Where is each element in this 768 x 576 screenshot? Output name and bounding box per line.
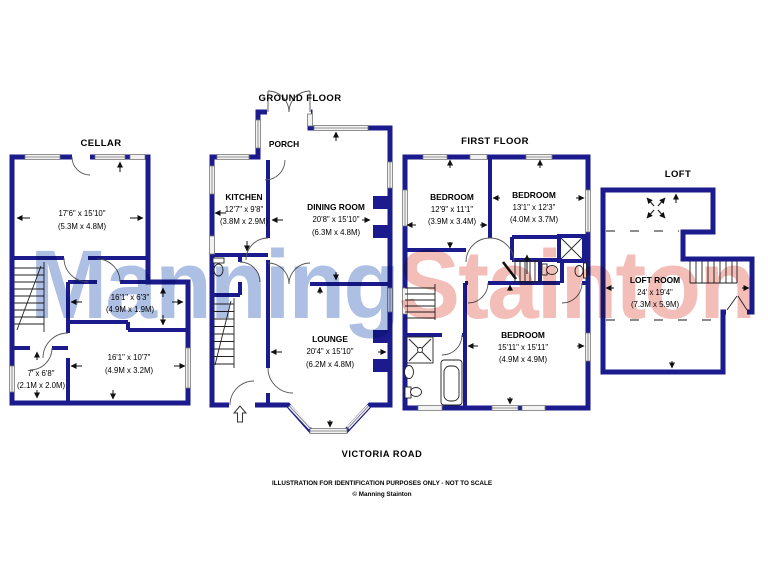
bedroom1-metric: (3.9M x 3.4M) bbox=[428, 217, 476, 226]
lounge-metric: (6.2M x 4.8M) bbox=[306, 360, 354, 369]
dining-room-dims: 20'8" x 15'10" bbox=[312, 215, 359, 224]
cellar-room4-dims: 7' x 6'8" bbox=[28, 369, 55, 378]
first-floor-dimension-arrows bbox=[406, 159, 585, 405]
lounge-label: LOUNGE bbox=[312, 334, 348, 344]
cellar-interior-walls bbox=[12, 256, 188, 403]
bedroom1-label: BEDROOM bbox=[430, 192, 474, 202]
ground-interior-walls bbox=[212, 160, 390, 405]
cellar-room3-dims: 16'1" x 10'7" bbox=[108, 353, 151, 362]
cellar-stairs bbox=[14, 262, 45, 332]
kitchen-label: KITCHEN bbox=[225, 192, 262, 202]
ground-wc-toilet-icon bbox=[212, 257, 225, 277]
first-floor-door-arcs bbox=[441, 237, 583, 356]
bedroom1-dims: 12'9" x 11'1" bbox=[431, 205, 473, 214]
street-name: VICTORIA ROAD bbox=[342, 449, 423, 459]
bedroom2-label: BEDROOM bbox=[512, 190, 556, 200]
first-floor-stairs bbox=[405, 254, 541, 320]
cellar-room2-dims: 16'1" x 6'3" bbox=[111, 293, 150, 302]
dining-room-label: DINING ROOM bbox=[307, 202, 365, 212]
bedroom3-metric: (4.9M x 4.9M) bbox=[499, 355, 547, 364]
loft-room-dims: 24' x 19'4" bbox=[637, 288, 673, 297]
dining-room-metric: (6.3M x 4.8M) bbox=[312, 228, 360, 237]
bedroom3-label: BEDROOM bbox=[501, 330, 545, 340]
loft-dimension-arrows bbox=[605, 193, 750, 369]
loft-room-metric: (7.3M x 5.9M) bbox=[631, 300, 679, 309]
porch-label: PORCH bbox=[269, 139, 299, 149]
cellar-windows bbox=[9, 154, 191, 393]
ground-door-arcs bbox=[229, 90, 311, 406]
watermark: ManningStainton bbox=[30, 230, 754, 339]
bedroom2-dims: 13'1" x 12'3" bbox=[513, 203, 556, 212]
shower-cubicle bbox=[557, 234, 586, 263]
landing-wc-fixtures bbox=[541, 262, 587, 279]
first-floor-title: FIRST FLOOR bbox=[461, 136, 529, 147]
loft-door-leaves bbox=[726, 295, 748, 311]
bedroom3-dims: 15'11" x 15'11" bbox=[498, 343, 549, 352]
ground-dimension-arrows bbox=[214, 131, 387, 428]
loft-room-label: LOFT ROOM bbox=[630, 275, 680, 285]
cellar-dimension-arrows bbox=[16, 161, 186, 400]
cellar-room4-metric: (2.1M x 2.0M) bbox=[17, 381, 65, 390]
ground-outline bbox=[209, 109, 393, 434]
cellar-outline bbox=[9, 154, 191, 406]
watermark-stainton: Stainton bbox=[398, 230, 754, 339]
ground-windows bbox=[209, 113, 393, 434]
entrance-arrow bbox=[232, 405, 248, 423]
loft-outline bbox=[600, 187, 755, 375]
ground-floor-title: GROUND FLOOR bbox=[259, 93, 342, 104]
lounge-dims: 20'4" x 15'10" bbox=[306, 347, 353, 356]
kitchen-dims: 12'7" x 9'8" bbox=[225, 205, 264, 214]
skylight-icon bbox=[646, 197, 666, 219]
cellar-room1-metric: (5.3M x 4.8M) bbox=[58, 222, 106, 231]
ground-stairs bbox=[212, 298, 235, 368]
cellar-door-arcs bbox=[29, 156, 121, 371]
ground-floor-plan: GROUND FLOOR PORCH KITCHEN 12'7" x 9'8" … bbox=[209, 90, 393, 434]
disclaimer-text: ILLUSTRATION FOR IDENTIFICATION PURPOSES… bbox=[272, 480, 492, 487]
copyright-text: © Manning Stainton bbox=[352, 490, 411, 498]
cellar-room1-dims: 17'6" x 15'10" bbox=[58, 209, 105, 218]
bedroom2-metric: (4.0M x 3.7M) bbox=[510, 215, 558, 224]
loft-reduced-headroom-dashes bbox=[606, 230, 717, 321]
watermark-manning: Manning bbox=[30, 230, 398, 339]
kitchen-metric: (3.8M x 2.9M) bbox=[220, 217, 268, 226]
loft-plan: LOFT LOFT ROOM 24' x 19'4" (7.3M x 5.9M) bbox=[600, 169, 755, 375]
bathroom-fixtures bbox=[404, 336, 463, 406]
loft-title: LOFT bbox=[665, 169, 691, 180]
first-floor-windows bbox=[402, 154, 591, 411]
first-floor-plan: FIRST FLOOR BEDROOM 12'9" x 11'1" (3.9M … bbox=[402, 136, 591, 411]
loft-stairs bbox=[689, 261, 738, 284]
cellar-plan: CELLAR 17'6" x 15'10" (5.3M x 4.8M) 16'1… bbox=[9, 138, 191, 406]
cellar-room2-metric: (4.9M x 1.9M) bbox=[106, 305, 154, 314]
cellar-room3-metric: (4.9M x 3.2M) bbox=[105, 366, 153, 375]
cellar-title: CELLAR bbox=[81, 138, 122, 149]
